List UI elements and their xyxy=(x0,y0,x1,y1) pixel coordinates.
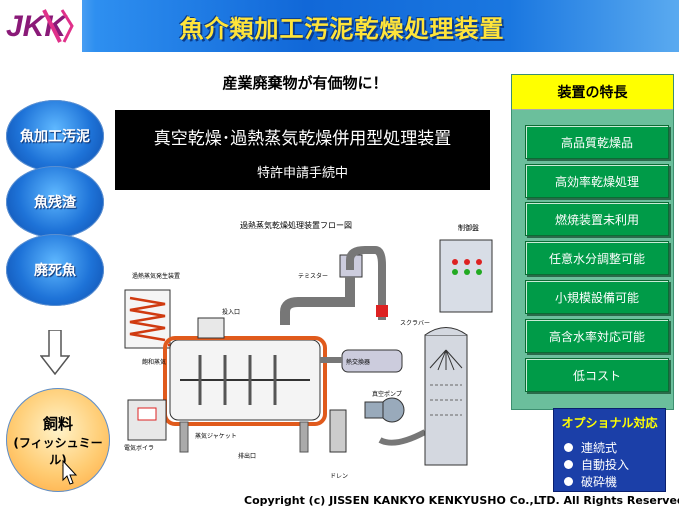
outlet-label: 排出口 xyxy=(238,452,256,460)
mouse-cursor-icon xyxy=(62,460,78,485)
thermistor-label: テミスター xyxy=(298,272,328,280)
optional-heading: オプショナル対応 xyxy=(561,416,658,430)
patent-status: 特許申請手続中 xyxy=(256,166,348,181)
copyright-notice: Copyright (c) JISSEN KANKYO KENKYUSHO Co… xyxy=(244,494,679,507)
input-label: 魚残渣 xyxy=(34,195,76,211)
company-logo: JKK xyxy=(0,0,82,52)
bullet-icon xyxy=(564,460,573,469)
vacuum-pump xyxy=(379,397,405,423)
input-fish-sludge: 魚加工汚泥 xyxy=(6,100,104,172)
feature-high-efficiency[interactable]: 高効率乾燥処理 xyxy=(525,164,669,198)
electric-boiler xyxy=(127,399,167,441)
feature-moisture-control[interactable]: 任意水分調整可能 xyxy=(525,241,669,275)
header-banner: JKK 魚介類加工汚泥乾燥処理装置 xyxy=(0,0,679,52)
bullet-icon xyxy=(564,443,573,452)
feature-small-scale[interactable]: 小規模設備可能 xyxy=(525,280,669,314)
feature-low-cost[interactable]: 低コスト xyxy=(525,358,669,392)
vacuum-pump-label: 真空ポンプ xyxy=(372,390,402,398)
feature-high-water-content[interactable]: 高含水率対応可能 xyxy=(525,319,669,353)
page-title: 魚介類加工汚泥乾燥処理装置 xyxy=(179,14,505,43)
features-heading: 装置の特長 xyxy=(512,75,673,110)
output-sublabel: (フィッシュミール) xyxy=(13,435,103,467)
input-fish-residue: 魚残渣 xyxy=(6,166,104,238)
optional-item-label: 自動投入 xyxy=(581,458,630,472)
control-panel xyxy=(439,239,493,313)
steam-generator-label: 過熱蒸気発生装置 xyxy=(132,272,180,280)
flow-diagram: 過熱蒸気乾燥処理装置フロー図 制御盤 過熱蒸気発生装置 投入口 飽和蒸気 蒸気ジ… xyxy=(110,210,505,494)
feature-high-quality[interactable]: 高品質乾燥品 xyxy=(525,125,669,159)
optional-box: オプショナル対応 連続式 自動投入 破砕機 xyxy=(553,408,666,492)
drain-label: ドレン xyxy=(330,473,348,480)
optional-item: 破砕機 xyxy=(564,473,617,490)
optional-item-label: 破砕機 xyxy=(581,475,618,489)
feature-no-combustion[interactable]: 燃焼装置未利用 xyxy=(525,202,669,236)
saturated-steam-label: 飽和蒸気 xyxy=(142,358,166,366)
output-label: 飼料 xyxy=(42,414,73,433)
product-name: 真空乾燥･過熱蒸気乾燥併用型処理装置 xyxy=(153,129,452,149)
input-label: 魚加工汚泥 xyxy=(20,129,90,145)
optional-item: 自動投入 xyxy=(564,456,629,473)
scrubber-label: スクラバー xyxy=(400,320,430,327)
optional-item-label: 連続式 xyxy=(581,441,618,455)
jacket-label: 蒸気ジャケット xyxy=(195,432,237,440)
bullet-icon xyxy=(564,477,573,486)
optional-item: 連続式 xyxy=(564,439,617,456)
heat-exchanger-label: 熱交換器 xyxy=(346,358,370,366)
control-panel-label: 制御盤 xyxy=(458,223,479,232)
product-banner: 真空乾燥･過熱蒸気乾燥併用型処理装置 特許申請手続中 xyxy=(115,110,490,190)
input-dead-fish: 廃死魚 xyxy=(6,234,104,306)
features-panel: 装置の特長 高品質乾燥品 高効率乾燥処理 燃焼装置未利用 任意水分調整可能 小規… xyxy=(511,74,674,410)
down-arrow-icon xyxy=(40,330,70,375)
inlet-label: 投入口 xyxy=(222,308,240,316)
diagram-title: 過熱蒸気乾燥処理装置フロー図 xyxy=(240,220,352,230)
input-label: 廃死魚 xyxy=(34,263,76,279)
output-fishmeal: 飼料 (フィッシュミール) xyxy=(6,388,110,492)
boiler-label: 電気ボイラ xyxy=(124,444,154,452)
tagline: 産業廃棄物が有価物に！ xyxy=(222,74,388,92)
